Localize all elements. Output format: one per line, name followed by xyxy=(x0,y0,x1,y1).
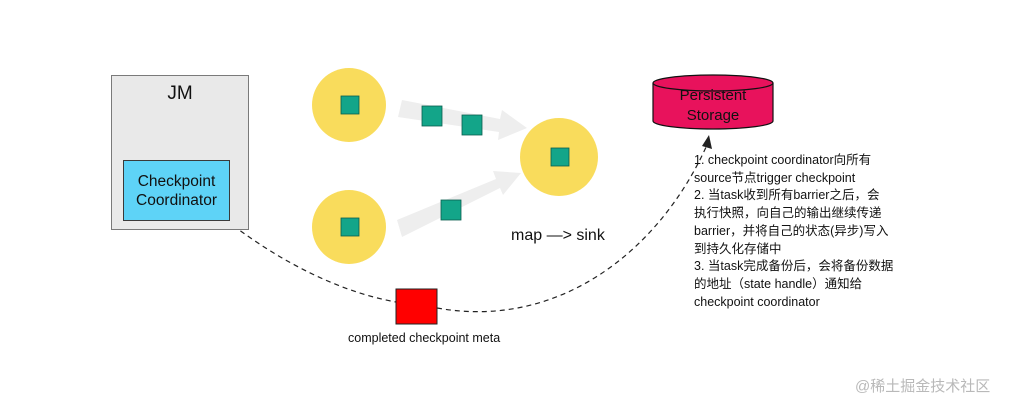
map-sink-label: map —> sink xyxy=(511,227,605,244)
checkpoint-steps-notes: 1. checkpoint coordinator向所有 source节点tri… xyxy=(694,152,924,311)
note-line: source节点trigger checkpoint xyxy=(694,170,856,185)
job-manager-label: JM xyxy=(167,83,193,104)
storage-label-line-2: Storage xyxy=(686,107,740,124)
barrier-upper-2 xyxy=(461,114,483,136)
storage-arrowhead xyxy=(702,135,712,149)
checkpoint-coordinator-box: Checkpoint Coordinator xyxy=(123,160,230,221)
map-sink-node-square xyxy=(550,147,570,167)
coordinator-label-line-1: Checkpoint xyxy=(137,172,216,190)
note-line: 2. 当task收到所有barrier之后，会 xyxy=(694,188,880,203)
note-line: barrier，并将自己的状态(异步)写入 xyxy=(694,223,889,238)
watermark: @稀土掘金技术社区 xyxy=(855,378,991,395)
note-line: 的地址（state handle）通知给 xyxy=(694,276,863,291)
storage-label-line-1: Persistent xyxy=(679,87,747,104)
note-line: 执行快照，向自己的输出继续传递 xyxy=(694,206,882,221)
source-node-bottom-square xyxy=(340,217,360,237)
coordinator-to-meta-dashed xyxy=(225,219,397,303)
barrier-upper-1 xyxy=(421,105,443,127)
persistent-storage-cylinder xyxy=(652,83,774,130)
checkpoint-meta-label: completed checkpoint meta xyxy=(348,331,501,345)
note-line: 1. checkpoint coordinator向所有 xyxy=(694,153,872,167)
source-node-top-square xyxy=(340,95,360,115)
note-line: 到持久化存储中 xyxy=(694,241,782,256)
coordinator-label-line-2: Coordinator xyxy=(136,191,217,209)
persistent-storage-top xyxy=(652,74,774,92)
note-line: checkpoint coordinator xyxy=(694,294,820,309)
checkpoint-meta-box xyxy=(395,288,438,325)
barrier-lower xyxy=(440,199,462,221)
meta-to-storage-dashed xyxy=(436,144,708,313)
note-line: 3. 当task完成备份后，会将备份数据 xyxy=(694,259,894,274)
persistent-storage-label: Persistent Storage xyxy=(653,86,773,126)
